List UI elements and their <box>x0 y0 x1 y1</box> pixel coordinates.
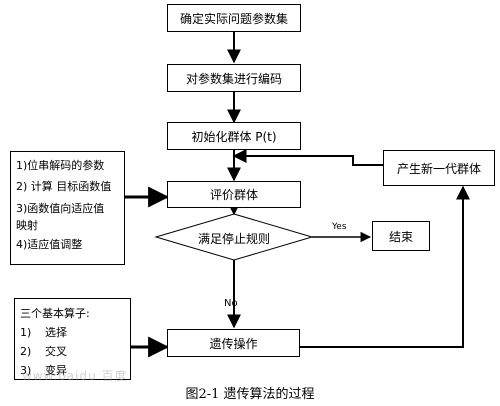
box-new-generation: 产生新一代群体 <box>383 150 495 186</box>
arrow-newgen-evaluate <box>232 149 383 166</box>
note-fitness-adjust: 4)适应值调整 <box>16 238 83 251</box>
box-evaluate-population: 评价群体 <box>167 181 301 208</box>
operator-name: 选择 <box>45 326 67 339</box>
operator-crossover: 2) 交叉 <box>20 342 130 361</box>
box-genetic-operation: 遗传操作 <box>167 329 300 357</box>
note-objective: 2) 计算 目标函数值 <box>16 180 112 193</box>
note-fitness-map-cont: 映射 <box>16 219 38 232</box>
operator-num: 3) <box>20 364 32 377</box>
box-encode-parameters: 对参数集进行编码 <box>167 64 301 92</box>
operator-name: 交叉 <box>45 345 67 358</box>
figure-caption: 图2-1 遗传算法的过程 <box>185 387 315 402</box>
operator-selection: 1) 选择 <box>20 323 130 342</box>
box-end: 结束 <box>372 221 430 251</box>
operator-num: 1) <box>20 326 32 339</box>
operator-name: 变异 <box>45 364 67 377</box>
operators-title: 三个基本算子: <box>20 307 90 320</box>
operators-box: 三个基本算子: 1) 选择 2) 交叉 3) 变异 <box>14 298 131 380</box>
decision-diamond <box>154 213 314 261</box>
operator-mutation: 3) 变异 <box>20 361 130 380</box>
decision-label: 满足停止规则 <box>198 232 271 246</box>
box-init-population: 初始化群体 P(t) <box>167 122 301 150</box>
yes-label: Yes <box>332 222 347 232</box>
operator-num: 2) <box>20 345 32 358</box>
arrow-operate-newgen <box>300 185 470 348</box>
box-define-parameters: 确定实际问题参数集 <box>167 4 301 32</box>
evaluation-notes-box: 1)位串解码的参数 2) 计算 目标函数值 3)函数值向适应值 映射 4)适应值… <box>10 151 125 265</box>
no-label: No <box>224 298 238 309</box>
watermark: www.baidu 百度 <box>22 369 128 383</box>
note-decode: 1)位串解码的参数 <box>16 159 105 172</box>
note-fitness-map: 3)函数值向适应值 <box>16 202 105 215</box>
